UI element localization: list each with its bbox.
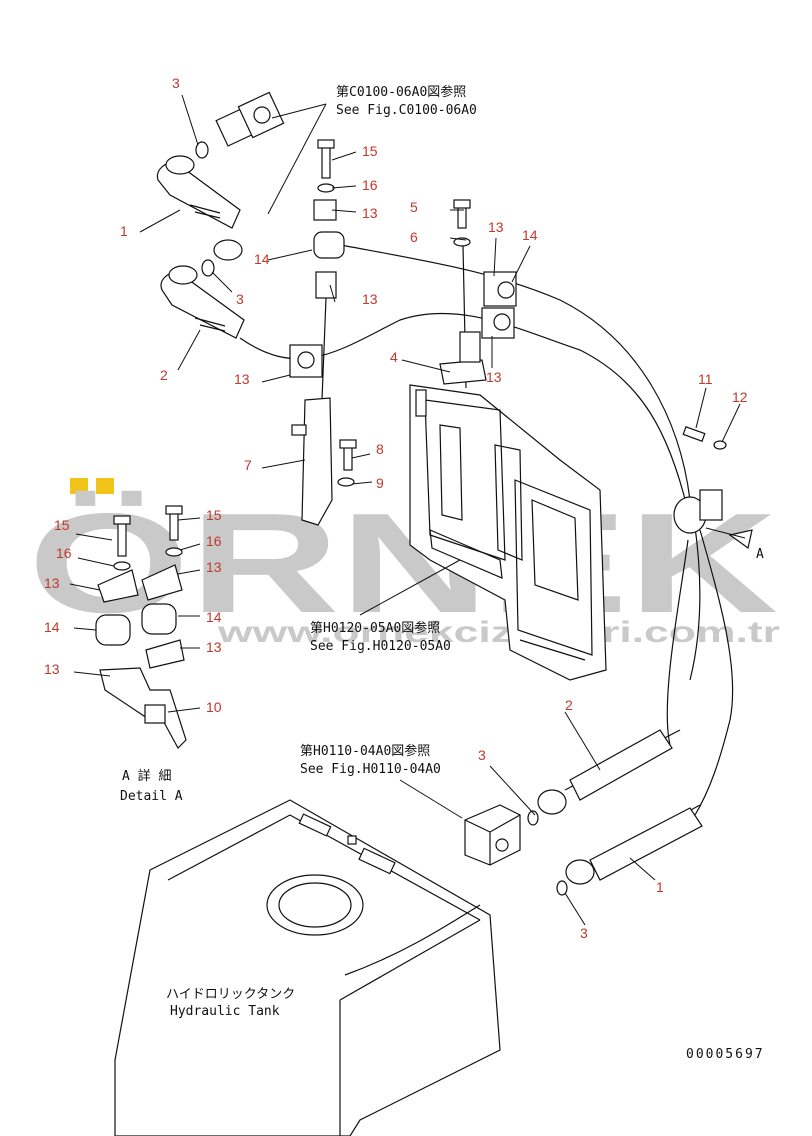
callout-3: 3 xyxy=(478,747,486,763)
callout-16: 16 xyxy=(56,545,72,561)
watermark-dot xyxy=(70,478,88,494)
callout-14: 14 xyxy=(522,227,538,243)
lower-hose-2 xyxy=(527,729,673,826)
hose-end-upper xyxy=(156,155,241,229)
callout-13: 13 xyxy=(206,559,222,575)
callout-16: 16 xyxy=(206,533,222,549)
ref-h0110-en: See Fig.H0110-04A0 xyxy=(300,762,441,777)
callout-13: 13 xyxy=(488,219,504,235)
view-marker: A xyxy=(756,547,764,562)
callout-9: 9 xyxy=(376,475,384,491)
callout-1: 1 xyxy=(656,879,664,895)
callout-11: 11 xyxy=(698,371,713,387)
tank-label-en: Hydraulic Tank xyxy=(170,1004,280,1019)
hose-end-lower xyxy=(160,265,245,339)
callout-13: 13 xyxy=(234,371,250,387)
drawing-number: 00005697 xyxy=(686,1047,765,1062)
callout-2: 2 xyxy=(565,697,573,713)
lower-hose-1 xyxy=(556,807,703,896)
callout-15: 15 xyxy=(362,143,378,159)
watermark-url: www.ornekcizimlari.com.tr xyxy=(217,616,781,649)
callout-3: 3 xyxy=(236,291,244,307)
valve-block xyxy=(464,804,521,866)
callout-13: 13 xyxy=(44,661,60,677)
ref-c0100-en: See Fig.C0100-06A0 xyxy=(336,103,477,118)
ref-h0120-jp: 第H0120-05A0図参照 xyxy=(310,620,440,636)
callout-13: 13 xyxy=(206,639,222,655)
callout-14: 14 xyxy=(206,609,222,625)
callout-13: 13 xyxy=(362,205,378,221)
clamp-stack-right xyxy=(439,199,517,389)
callout-13: 13 xyxy=(486,369,502,385)
callout-3: 3 xyxy=(172,75,180,91)
ref-h0110-jp: 第H0110-04A0図参照 xyxy=(300,743,430,759)
callout-10: 10 xyxy=(206,699,222,715)
callout-13: 13 xyxy=(362,291,378,307)
leader-lines xyxy=(139,94,741,926)
callout-5: 5 xyxy=(410,199,418,215)
callout-16: 16 xyxy=(362,177,378,193)
detail-a xyxy=(69,505,201,749)
callout-3: 3 xyxy=(580,925,588,941)
elbow-fitting xyxy=(195,91,285,277)
mounting-frame xyxy=(409,384,607,681)
callout-14: 14 xyxy=(254,251,270,267)
tank-label-jp: ハイドロリックタンク xyxy=(166,987,295,1002)
callout-7: 7 xyxy=(244,457,252,473)
detail-a-en: Detail A xyxy=(120,789,183,804)
callout-6: 6 xyxy=(410,229,418,245)
detail-a-jp: A 詳 細 xyxy=(122,768,171,784)
right-fitting xyxy=(673,426,753,550)
callout-13: 13 xyxy=(44,575,60,591)
callout-8: 8 xyxy=(376,441,384,457)
callout-labels: 1 1 2 2 3 3 3 3 4 5 6 7 8 9 10 11 12 13 … xyxy=(44,75,748,941)
callout-14: 14 xyxy=(44,619,60,635)
callout-1: 1 xyxy=(120,223,128,239)
callout-12: 12 xyxy=(732,389,748,405)
callout-15: 15 xyxy=(54,517,70,533)
hydraulic-tank xyxy=(114,799,501,1136)
clamp-stack-center xyxy=(289,139,357,526)
watermark-dot xyxy=(96,478,114,494)
ref-c0100-jp: 第C0100-06A0図参照 xyxy=(336,84,466,100)
figure-references: 第C0100-06A0図参照 See Fig.C0100-06A0 第H0120… xyxy=(120,84,765,1062)
callout-2: 2 xyxy=(160,367,168,383)
ref-h0120-en: See Fig.H0120-05A0 xyxy=(310,639,451,654)
callout-15: 15 xyxy=(206,507,222,523)
callout-4: 4 xyxy=(390,349,398,365)
